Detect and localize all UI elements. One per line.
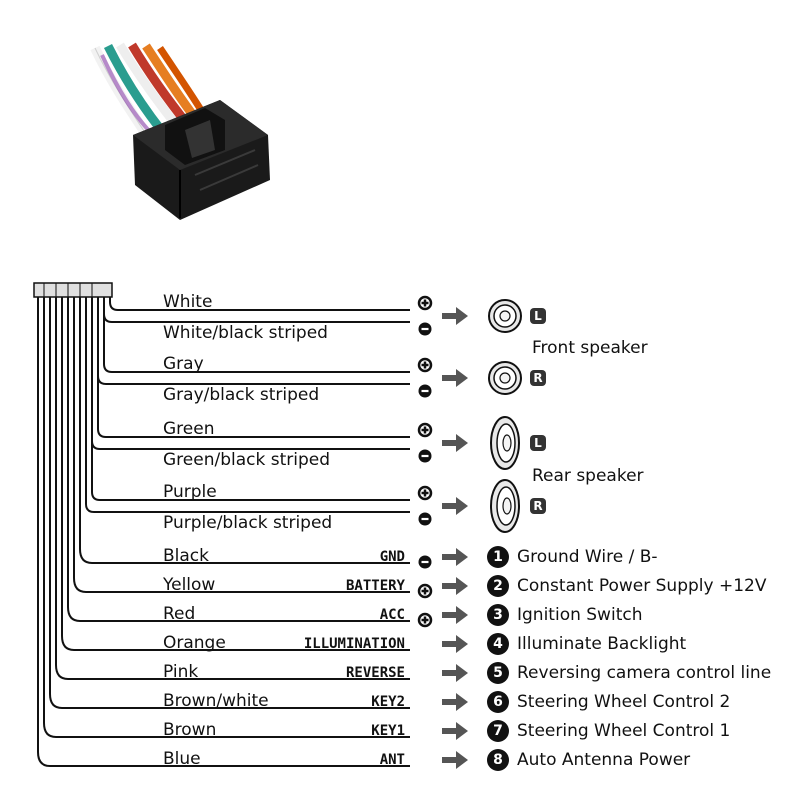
right-arrow-icon — [442, 693, 468, 711]
oval-speaker-icon — [490, 479, 520, 533]
wire-color-label: Yellow — [163, 575, 216, 595]
wire-color-label: Pink — [163, 662, 199, 682]
function-wire — [67, 297, 410, 622]
function-wire — [55, 297, 410, 680]
wire-code-label: KEY1 — [371, 723, 405, 739]
speaker-side-tag: L — [530, 308, 546, 324]
wire-function-label: Steering Wheel Control 2 — [517, 692, 731, 712]
wire-code-label: GND — [379, 549, 405, 565]
speaker-side-tag: R — [530, 370, 546, 386]
function-wire — [73, 297, 410, 593]
speaker-plus-wire — [91, 297, 410, 501]
speaker-plus-wire — [103, 297, 410, 373]
speaker-minus-wire-label: White/black striped — [163, 323, 328, 343]
wire-number-badge: 7 — [487, 720, 509, 742]
wire-function-label: Ground Wire / B- — [517, 547, 658, 567]
speaker-plus-wire — [109, 297, 410, 311]
right-arrow-icon — [442, 369, 468, 387]
speaker-side-tag: L — [530, 435, 546, 451]
right-arrow-icon — [442, 664, 468, 682]
wire-color-label: Black — [163, 546, 209, 566]
plus-circle-icon — [417, 612, 433, 628]
function-wire — [79, 297, 410, 564]
right-arrow-icon — [442, 635, 468, 653]
speaker-minus-wire-label: Green/black striped — [163, 450, 331, 470]
wire-color-label: Red — [163, 604, 196, 624]
wire-function-label: Steering Wheel Control 1 — [517, 721, 731, 741]
plus-circle-icon — [417, 357, 433, 373]
wire-color-label: Brown/white — [163, 691, 269, 711]
speaker-minus-wire-label: Gray/black striped — [163, 385, 320, 405]
round-speaker-icon — [488, 299, 522, 333]
speaker-side-tag: R — [530, 498, 546, 514]
connector-block — [33, 282, 113, 298]
icons — [417, 295, 522, 769]
speaker-plus-wire-label: White — [163, 292, 213, 312]
wire-number-badge: 3 — [487, 604, 509, 626]
function-wire — [49, 297, 410, 709]
speaker-plus-wire-label: Green — [163, 419, 215, 439]
plus-circle-icon — [417, 583, 433, 599]
wire-number-badge: 5 — [487, 662, 509, 684]
wire-harness-connector-photo — [90, 42, 270, 220]
speaker-plus-wire-label: Purple — [163, 482, 217, 502]
wire-code-label: ACC — [379, 607, 405, 623]
right-arrow-icon — [442, 722, 468, 740]
wire-number-badge: 2 — [487, 575, 509, 597]
right-arrow-icon — [442, 577, 468, 595]
right-arrow-icon — [442, 751, 468, 769]
front-speaker-label: Front speaker — [532, 338, 648, 358]
wire-number-badge: 1 — [487, 546, 509, 568]
wire-function-label: Illuminate Backlight — [517, 634, 687, 654]
wire-number-badge: 8 — [487, 749, 509, 771]
wire-function-label: Constant Power Supply +12V — [517, 576, 767, 596]
speaker-minus-wire-label: Purple/black striped — [163, 513, 333, 533]
wire-function-label: Ignition Switch — [517, 605, 643, 625]
minus-circle-icon — [418, 322, 432, 336]
wire-color-label: Blue — [163, 749, 201, 769]
oval-speaker-icon — [490, 416, 520, 470]
minus-circle-icon — [418, 555, 432, 569]
wires — [37, 297, 410, 767]
right-arrow-icon — [442, 548, 468, 566]
right-arrow-icon — [442, 606, 468, 624]
round-speaker-icon — [488, 361, 522, 395]
minus-circle-icon — [418, 512, 432, 526]
wire-function-label: Reversing camera control line — [517, 663, 772, 683]
wire-number-badge: 4 — [487, 633, 509, 655]
wire-color-label: Orange — [163, 633, 226, 653]
speaker-minus-wire — [85, 297, 410, 513]
wire-code-label: KEY2 — [371, 694, 405, 710]
right-arrow-icon — [442, 307, 468, 325]
right-arrow-icon — [442, 497, 468, 515]
plus-circle-icon — [417, 295, 433, 311]
wire-code-label: ILLUMINATION — [303, 636, 405, 652]
wire-number-badge: 6 — [487, 691, 509, 713]
wire-code-label: REVERSE — [345, 665, 405, 681]
wire-code-label: ANT — [379, 752, 405, 768]
function-wire — [37, 297, 410, 767]
minus-circle-icon — [418, 449, 432, 463]
wire-code-label: BATTERY — [345, 578, 405, 594]
right-arrow-icon — [442, 434, 468, 452]
plus-circle-icon — [417, 422, 433, 438]
wire-function-label: Auto Antenna Power — [517, 750, 691, 770]
function-wire — [61, 297, 410, 651]
wire-color-label: Brown — [163, 720, 217, 740]
speaker-plus-wire-label: Gray — [163, 354, 204, 374]
rear-speaker-label: Rear speaker — [532, 466, 644, 486]
minus-circle-icon — [418, 384, 432, 398]
speaker-plus-wire — [97, 297, 410, 438]
plus-circle-icon — [417, 485, 433, 501]
function-wire — [43, 297, 410, 738]
